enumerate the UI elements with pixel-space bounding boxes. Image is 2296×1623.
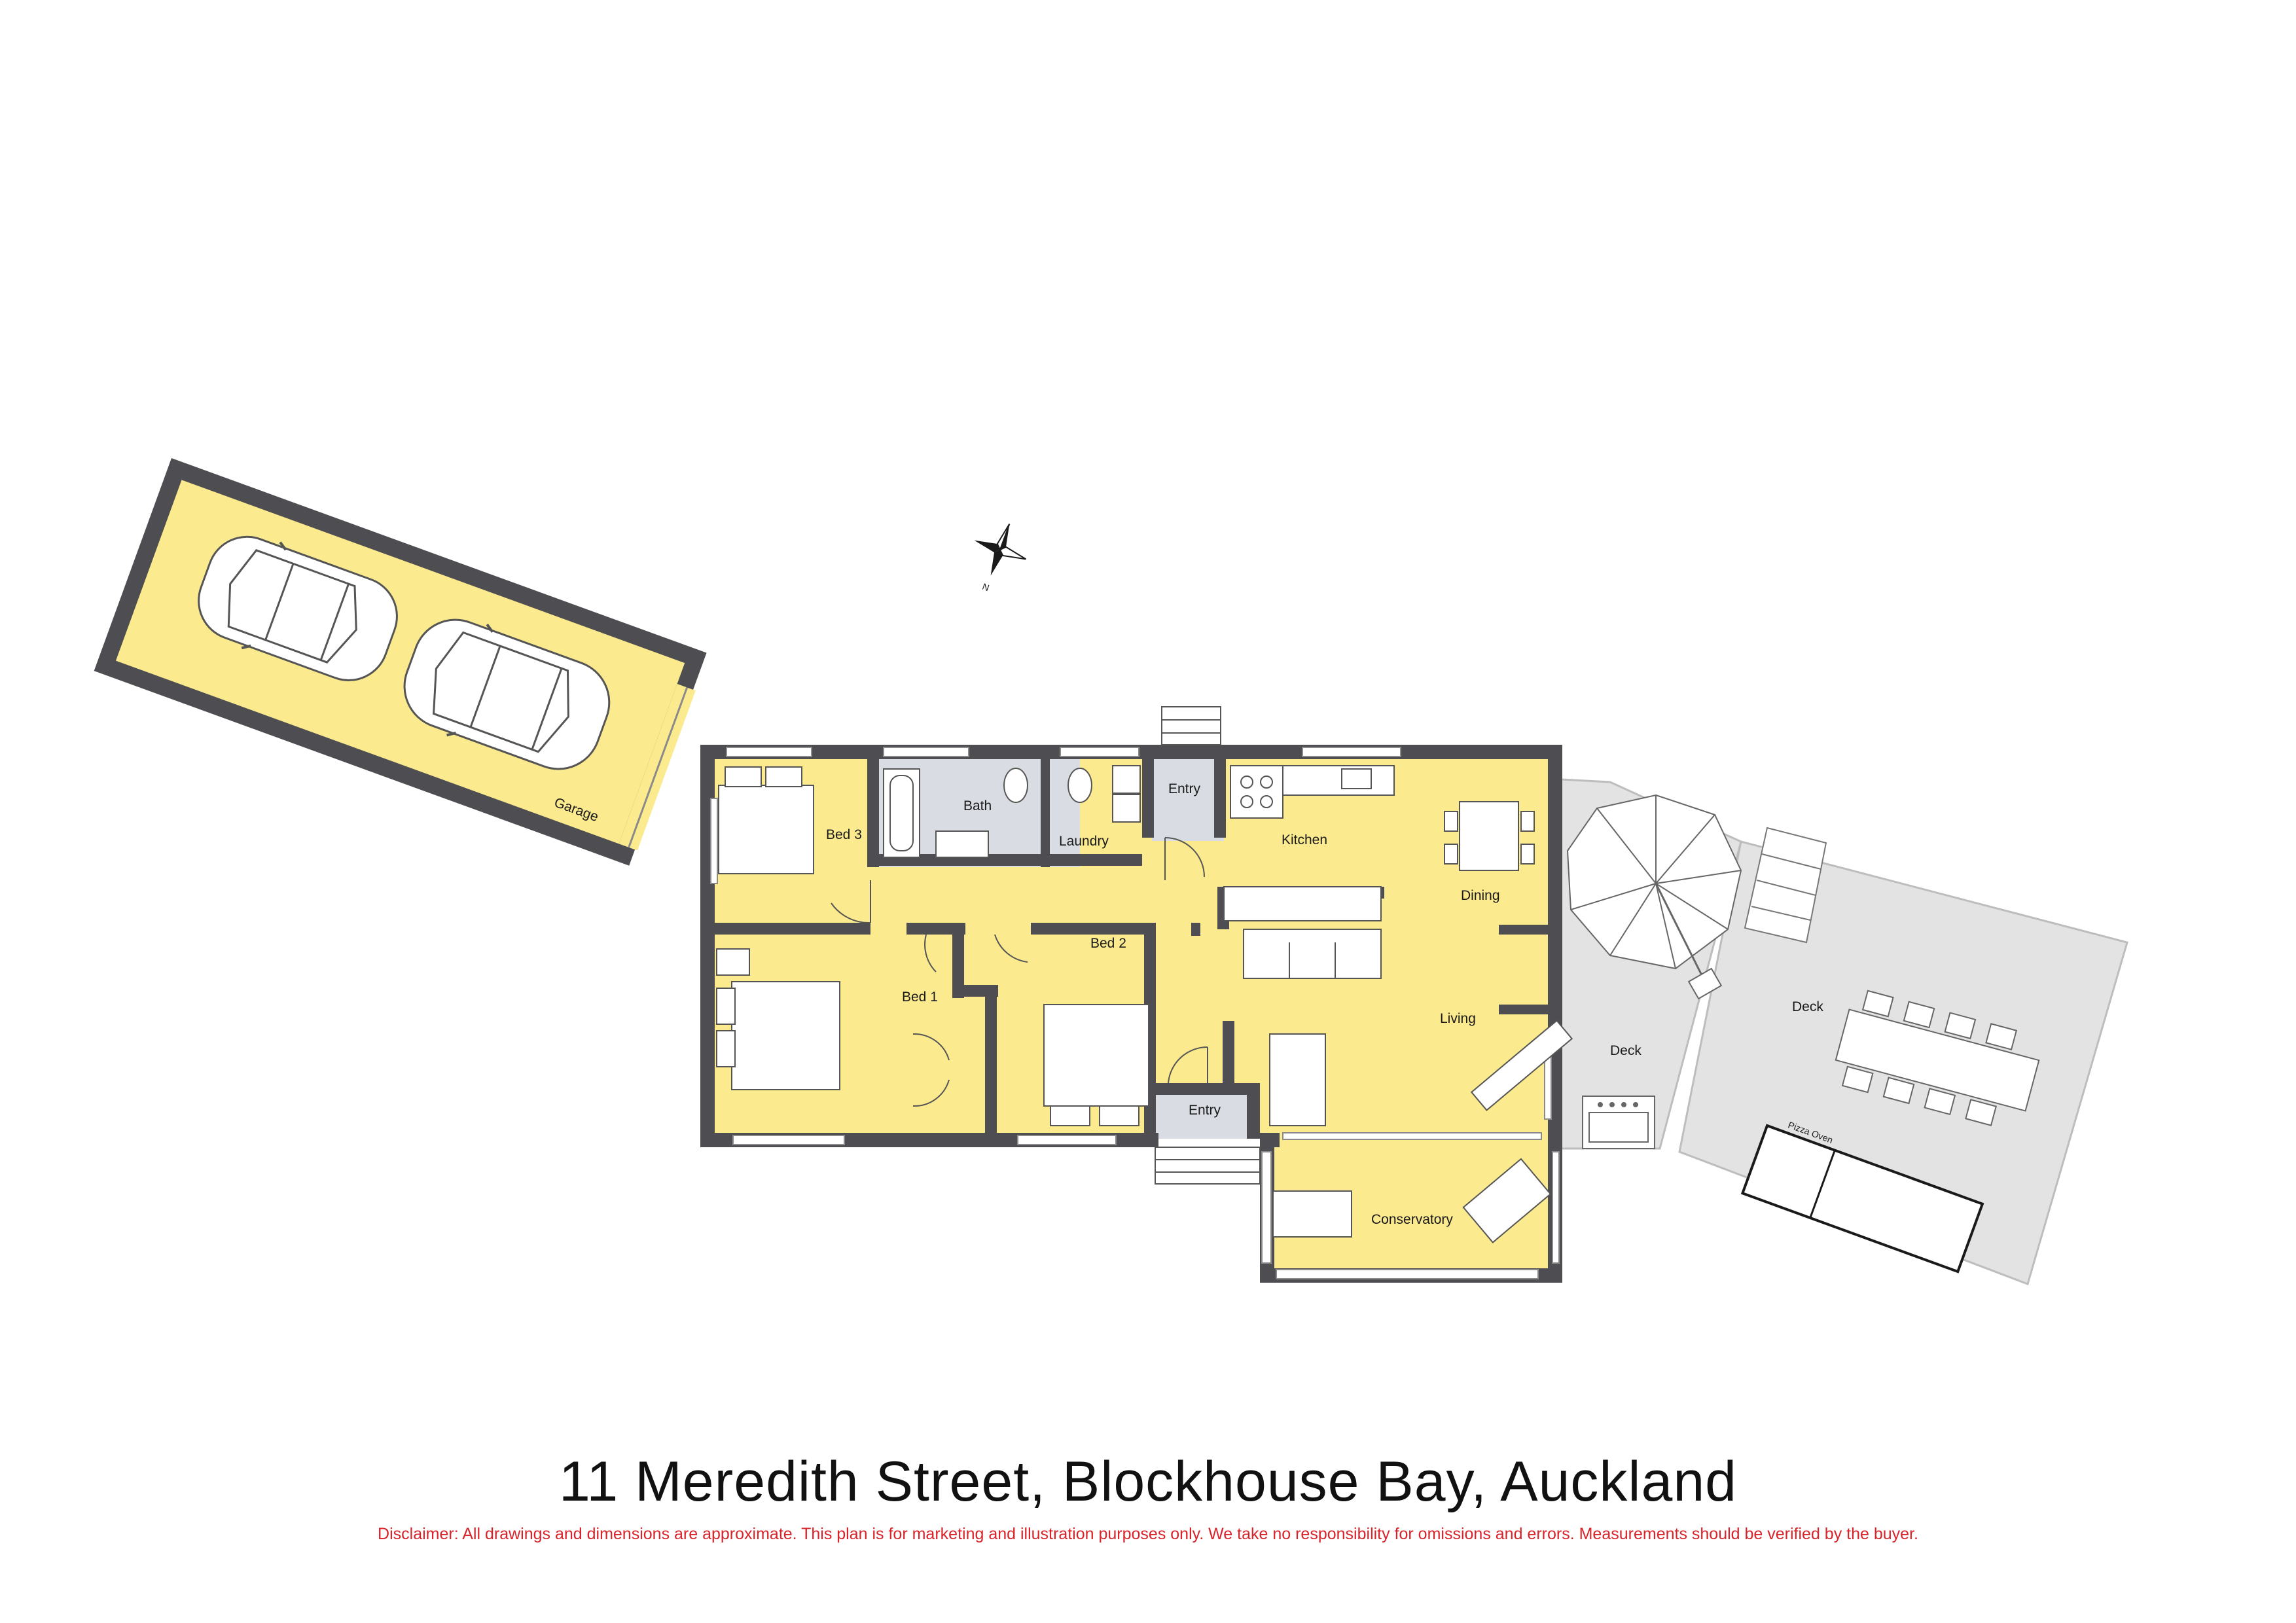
- laundry-label: Laundry: [1059, 834, 1109, 849]
- deck-large-label: Deck: [1792, 999, 1823, 1014]
- living-label: Living: [1440, 1011, 1476, 1026]
- room-labels: Bed 3 Bath Laundry Entry Kitchen Dining …: [826, 781, 1500, 1227]
- lounger-icon: [1272, 1190, 1352, 1238]
- cooktop-icon: [1230, 765, 1283, 819]
- car-icon: [403, 618, 611, 770]
- entry-stairs-bottom: [1155, 1147, 1261, 1185]
- toilet-icon: [1003, 768, 1028, 803]
- armchair-icon: [1269, 1033, 1326, 1126]
- garage: Garage: [94, 458, 707, 866]
- bbq-icon: [1582, 1096, 1655, 1149]
- bed-icon: [718, 785, 814, 874]
- kitchen-label: Kitchen: [1282, 832, 1327, 847]
- entry-stairs-top: [1161, 706, 1221, 745]
- property-address-title: 11 Meredith Street, Blockhouse Bay, Auck…: [558, 1450, 1738, 1513]
- washer-icon: [1112, 765, 1141, 794]
- dining-table-icon: [1459, 801, 1519, 871]
- umbrella-icon: [1566, 794, 1742, 1000]
- bed-icon: [731, 981, 840, 1090]
- sink-icon: [1341, 768, 1372, 789]
- entry-bottom-label: Entry: [1189, 1103, 1221, 1118]
- bath-label: Bath: [963, 798, 992, 813]
- bed1-label: Bed 1: [902, 990, 938, 1005]
- sofa-icon: [1243, 929, 1382, 979]
- disclaimer-text: Disclaimer: All drawings and dimensions …: [378, 1525, 1918, 1543]
- dining-label: Dining: [1461, 888, 1500, 903]
- windows: [710, 747, 1560, 1279]
- furniture: [716, 765, 1573, 1243]
- dryer-icon: [1112, 794, 1141, 823]
- doors: [831, 837, 1208, 1107]
- outdoor-table-icon: [1835, 990, 2040, 1126]
- benchtop-icon: [1282, 765, 1395, 796]
- entry-top-label: Entry: [1168, 781, 1201, 796]
- compass-icon: N: [974, 524, 1026, 593]
- lounger-icon: [1462, 1158, 1552, 1243]
- toilet-icon: [1067, 768, 1092, 803]
- bed3-label: Bed 3: [826, 827, 862, 842]
- deck-areas: Pizza Oven Deck Deck: [1549, 777, 2128, 1285]
- deck-small-label: Deck: [1610, 1043, 1641, 1058]
- kitchen-island-icon: [1223, 886, 1382, 921]
- vanity-icon: [935, 830, 989, 858]
- compass-north-label: N: [981, 581, 991, 593]
- bed-icon: [1043, 1004, 1149, 1107]
- car-icon: [198, 535, 398, 681]
- conservatory-label: Conservatory: [1371, 1212, 1453, 1227]
- deck-stairs: [1744, 827, 1827, 944]
- tv-unit-icon: [1470, 1020, 1573, 1111]
- bed2-label: Bed 2: [1090, 936, 1126, 951]
